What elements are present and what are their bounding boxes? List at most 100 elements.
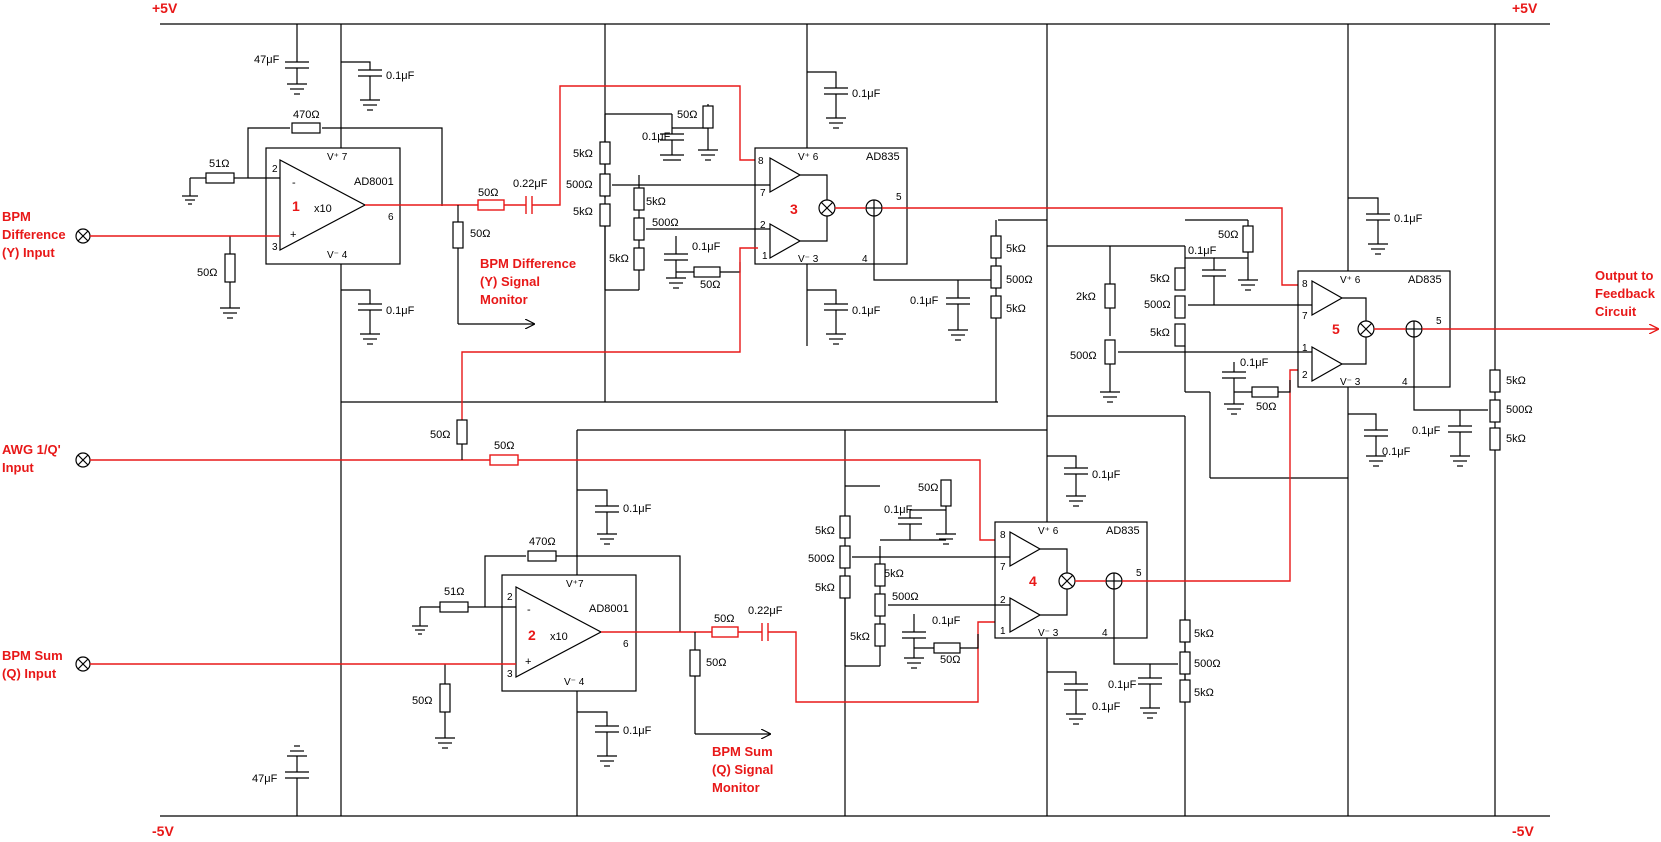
svg-text:Monitor: Monitor — [712, 780, 760, 795]
svg-text:8: 8 — [1302, 279, 1308, 290]
svg-text:0.1μF: 0.1μF — [910, 295, 939, 307]
svg-text:5kΩ: 5kΩ — [815, 525, 835, 537]
amplifier-1: 1 x10 AD8001 V⁺ 7 V⁻ 4 2 3 6 - + — [265, 147, 401, 265]
svg-text:0.1μF: 0.1μF — [623, 503, 652, 515]
svg-text:AWG 1/Q': AWG 1/Q' — [2, 442, 61, 457]
svg-text:0.1μF: 0.1μF — [852, 88, 881, 100]
svg-text:V⁺ 6: V⁺ 6 — [798, 152, 819, 163]
svg-text:50Ω: 50Ω — [412, 695, 432, 707]
svg-text:4: 4 — [1029, 573, 1037, 589]
svg-text:51Ω: 51Ω — [209, 158, 229, 170]
svg-text:0.1μF: 0.1μF — [852, 305, 881, 317]
svg-text:0.1μF: 0.1μF — [1092, 701, 1121, 713]
svg-text:6: 6 — [623, 639, 629, 650]
rail-pos-label-left: +5V — [152, 0, 178, 16]
amplifier-2: 2 x10 AD8001 V⁺7 V⁻ 4 2 3 6 - + — [501, 574, 637, 692]
supply-verticals — [340, 24, 1496, 816]
bpm-sum-input[interactable] — [75, 656, 91, 672]
svg-text:0.1μF: 0.1μF — [386, 305, 415, 317]
svg-text:0.1μF: 0.1μF — [1240, 357, 1269, 369]
svg-text:500Ω: 500Ω — [566, 179, 593, 191]
svg-text:AD835: AD835 — [866, 151, 900, 163]
svg-text:500Ω: 500Ω — [1506, 404, 1533, 416]
rail-neg-label-right: -5V — [1512, 823, 1534, 839]
svg-text:(Q) Input: (Q) Input — [2, 666, 57, 681]
svg-text:5kΩ: 5kΩ — [1150, 273, 1170, 285]
svg-text:+: + — [525, 656, 531, 668]
svg-text:7: 7 — [1000, 562, 1006, 573]
bpm-difference-input[interactable] — [75, 228, 91, 244]
svg-text:BPM: BPM — [2, 209, 31, 224]
svg-text:2: 2 — [272, 164, 278, 175]
svg-text:5kΩ: 5kΩ — [850, 631, 870, 643]
svg-text:6: 6 — [388, 212, 394, 223]
svg-text:(Q) Signal: (Q) Signal — [712, 762, 773, 777]
svg-text:0.1μF: 0.1μF — [1188, 245, 1217, 257]
svg-text:50Ω: 50Ω — [940, 654, 960, 666]
svg-text:5kΩ: 5kΩ — [609, 253, 629, 265]
svg-text:51Ω: 51Ω — [444, 586, 464, 598]
svg-text:500Ω: 500Ω — [1144, 299, 1171, 311]
svg-text:AD8001: AD8001 — [589, 603, 629, 615]
svg-text:50Ω: 50Ω — [677, 109, 697, 121]
svg-text:50Ω: 50Ω — [494, 440, 514, 452]
svg-text:V⁺ 6: V⁺ 6 — [1340, 275, 1361, 286]
svg-text:BPM Sum: BPM Sum — [712, 744, 773, 759]
svg-text:2: 2 — [1000, 595, 1006, 606]
amp1-part: AD8001 — [354, 176, 394, 188]
svg-text:Difference: Difference — [2, 227, 66, 242]
multiplier-4: 4 AD835 V⁺ 6 V⁻ 3 8 7 2 1 5 4 — [994, 521, 1148, 639]
amp1-vplus: V⁺ 7 — [327, 152, 348, 163]
svg-text:50Ω: 50Ω — [1218, 229, 1238, 241]
svg-text:5: 5 — [1436, 316, 1442, 327]
svg-text:BPM Sum: BPM Sum — [2, 648, 63, 663]
svg-text:7: 7 — [1302, 311, 1308, 322]
svg-text:0.1μF: 0.1μF — [1412, 425, 1441, 437]
svg-text:0.1μF: 0.1μF — [642, 131, 671, 143]
svg-text:5kΩ: 5kΩ — [573, 206, 593, 218]
svg-text:(Y) Input: (Y) Input — [2, 245, 55, 260]
rail-neg-label-left: -5V — [152, 823, 174, 839]
svg-text:4: 4 — [1102, 628, 1108, 639]
svg-text:2: 2 — [507, 592, 513, 603]
svg-text:8: 8 — [758, 156, 764, 167]
svg-text:4: 4 — [862, 254, 868, 265]
svg-text:500Ω: 500Ω — [808, 553, 835, 565]
svg-text:500Ω: 500Ω — [1194, 658, 1221, 670]
svg-text:2: 2 — [1302, 370, 1308, 381]
supply-buses — [341, 219, 1348, 479]
svg-text:V⁺ 6: V⁺ 6 — [1038, 526, 1059, 537]
svg-text:5: 5 — [896, 192, 902, 203]
svg-text:5kΩ: 5kΩ — [1006, 303, 1026, 315]
svg-text:2kΩ: 2kΩ — [1076, 291, 1096, 303]
svg-text:5kΩ: 5kΩ — [884, 568, 904, 580]
multiplier-3: 3 AD835 V⁺ 6 V⁻ 3 8 7 2 1 5 4 — [754, 147, 908, 265]
svg-text:470Ω: 470Ω — [529, 536, 556, 548]
svg-text:0.22μF: 0.22μF — [513, 178, 548, 190]
svg-text:2: 2 — [528, 627, 536, 643]
svg-text:50Ω: 50Ω — [1256, 401, 1276, 413]
svg-text:5kΩ: 5kΩ — [573, 148, 593, 160]
svg-text:50Ω: 50Ω — [430, 429, 450, 441]
svg-text:5kΩ: 5kΩ — [1006, 243, 1026, 255]
svg-text:500Ω: 500Ω — [892, 591, 919, 603]
awg-input[interactable] — [75, 452, 91, 468]
svg-text:Input: Input — [2, 460, 34, 475]
svg-text:0.1μF: 0.1μF — [1092, 469, 1121, 481]
svg-text:50Ω: 50Ω — [470, 228, 490, 240]
svg-text:50Ω: 50Ω — [700, 279, 720, 291]
svg-text:(Y) Signal: (Y) Signal — [480, 274, 540, 289]
svg-text:V⁻ 3: V⁻ 3 — [798, 254, 819, 265]
svg-text:5: 5 — [1332, 321, 1340, 337]
svg-text:0.22μF: 0.22μF — [748, 605, 783, 617]
rail-pos-label-right: +5V — [1512, 0, 1538, 16]
svg-text:0.1μF: 0.1μF — [1394, 213, 1423, 225]
svg-text:0.1μF: 0.1μF — [932, 615, 961, 627]
svg-text:500Ω: 500Ω — [1070, 350, 1097, 362]
svg-text:5kΩ: 5kΩ — [1194, 628, 1214, 640]
svg-text:Circuit: Circuit — [1595, 304, 1637, 319]
svg-text:2: 2 — [760, 220, 766, 231]
amp1-gain: x10 — [314, 203, 332, 215]
svg-text:V⁻ 3: V⁻ 3 — [1038, 628, 1059, 639]
svg-text:3: 3 — [272, 242, 278, 253]
